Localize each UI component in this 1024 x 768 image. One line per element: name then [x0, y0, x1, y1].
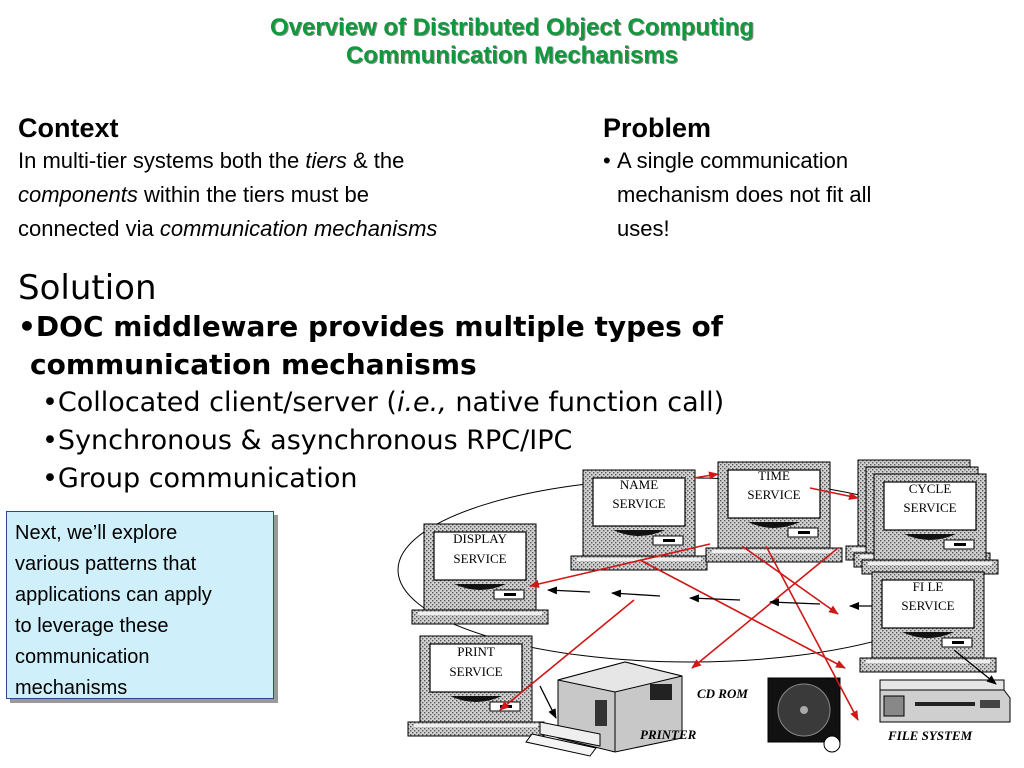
context-line-2: components within the tiers must be — [18, 178, 578, 212]
display-service-computer: DISPLAY SERVICE — [411, 523, 549, 625]
solution-sub-bullet-1: •Collocated client/server (i.e., native … — [18, 384, 838, 422]
problem-heading: Problem — [603, 113, 712, 143]
cycle-service-computer-stack: CYCLE SERVICE — [845, 459, 999, 575]
time-service-label-1: TIME — [758, 468, 790, 483]
time-service-computer: TIME SERVICE — [705, 461, 843, 563]
callout-line: applications can apply — [15, 584, 212, 606]
solution-main-line-2: communication mechanisms — [30, 348, 477, 381]
context-text: connected via — [18, 216, 160, 241]
name-service-label-1: NAME — [620, 477, 658, 492]
printer-device: PRINTER — [525, 661, 697, 757]
filesystem-device: FILE SYSTEM — [879, 679, 1011, 743]
file-service-label-1: FI LE — [913, 579, 944, 594]
callout-line: various patterns that — [15, 553, 197, 575]
callout-line: to leverage these — [15, 615, 169, 637]
cycle-service-label-2: SERVICE — [903, 500, 956, 515]
arrow-seg — [689, 594, 741, 603]
slide-title: Overview of Distributed Object Computing… — [0, 14, 1024, 70]
arrow-file-to-filesystem — [953, 649, 997, 685]
problem-line: uses! — [617, 216, 670, 241]
name-service-computer: NAME SERVICE — [570, 469, 708, 571]
callout-line: communication — [15, 646, 150, 668]
red-arrows — [499, 471, 859, 721]
next-steps-callout: Next, we’ll explore various patterns tha… — [6, 511, 274, 699]
solution-section: Solution •DOC middleware provides multip… — [18, 268, 838, 498]
print-service-label-1: PRINT — [457, 644, 495, 659]
context-line-1: In multi-tier systems both the tiers & t… — [18, 144, 578, 178]
solution-sub-bullet-2: •Synchronous & asynchronous RPC/IPC — [42, 425, 573, 456]
arrow-time-to-filesystem — [765, 545, 859, 721]
solution-sub-bullet-3: •Group communication — [42, 463, 358, 494]
printer-label: PRINTER — [640, 727, 697, 742]
display-service-label-2: SERVICE — [453, 551, 506, 566]
solution-heading: Solution — [18, 268, 157, 308]
cdrom-label: CD ROM — [697, 686, 748, 701]
title-line-1: Overview of Distributed Object Computing — [269, 14, 755, 41]
arrow-time-to-cycle — [809, 487, 859, 501]
context-text: & the — [346, 148, 405, 173]
context-text: within the tiers must be — [137, 182, 369, 207]
print-service-label-2: SERVICE — [449, 664, 502, 679]
arrow-name-to-time — [693, 471, 719, 480]
context-emph: communication mechanisms — [159, 216, 438, 241]
context-heading: Context — [18, 113, 119, 143]
time-service-label-2: SERVICE — [747, 487, 800, 502]
problem-section: Problem • A single communication mechani… — [603, 112, 1003, 246]
context-section: Context In multi-tier systems both the t… — [18, 112, 578, 246]
solution-main-bullet: •DOC middleware provides multiple types … — [18, 308, 838, 384]
callout-line: mechanisms — [15, 677, 128, 699]
arrow-name-to-file-system — [639, 559, 846, 669]
file-service-label-2: SERVICE — [901, 598, 954, 613]
black-arrows — [539, 586, 997, 719]
arrow-time-to-display — [529, 543, 711, 588]
name-service-label-2: SERVICE — [612, 496, 665, 511]
file-service-computer: FI LE SERVICE — [859, 571, 997, 673]
problem-text: A single communication mechanism does no… — [617, 144, 871, 246]
arrow-to-print-service — [499, 599, 635, 711]
solution-main-line-1: •DOC middleware provides multiple types … — [18, 310, 723, 343]
context-text: In multi-tier systems both the — [18, 148, 306, 173]
context-line-3: connected via communication mechanisms — [18, 212, 578, 246]
sub-bullet-text: native function call) — [446, 387, 725, 418]
arrow-time-to-file-service — [741, 545, 839, 615]
display-service-label-1: DISPLAY — [453, 531, 507, 546]
problem-line: A single communication — [617, 148, 849, 173]
bullet-dot: • — [603, 148, 611, 173]
title-line-2: Communication Mechanisms — [345, 42, 679, 69]
problem-bullet: • A single communication mechanism does … — [603, 144, 1003, 246]
callout-line: Next, we’ll explore — [15, 522, 178, 544]
problem-line: mechanism does not fit all — [617, 182, 872, 207]
arrow-seg — [547, 586, 591, 595]
arrow-print-to-printer — [539, 685, 557, 719]
print-service-computer: PRINT SERVICE — [407, 635, 545, 737]
filesystem-label: FILE SYSTEM — [887, 728, 973, 743]
context-emph: components — [18, 182, 138, 207]
context-emph: tiers — [305, 148, 347, 173]
arrow-seg — [611, 589, 661, 598]
cycle-service-label-1: CYCLE — [909, 481, 952, 496]
sub-bullet-emph: i.e., — [396, 387, 447, 418]
sub-bullet-text: •Collocated client/server ( — [42, 387, 397, 418]
arrow-cycle-to-printer — [691, 547, 839, 669]
cdrom-device: CD ROM — [697, 677, 841, 753]
arrow-seg — [769, 598, 821, 607]
